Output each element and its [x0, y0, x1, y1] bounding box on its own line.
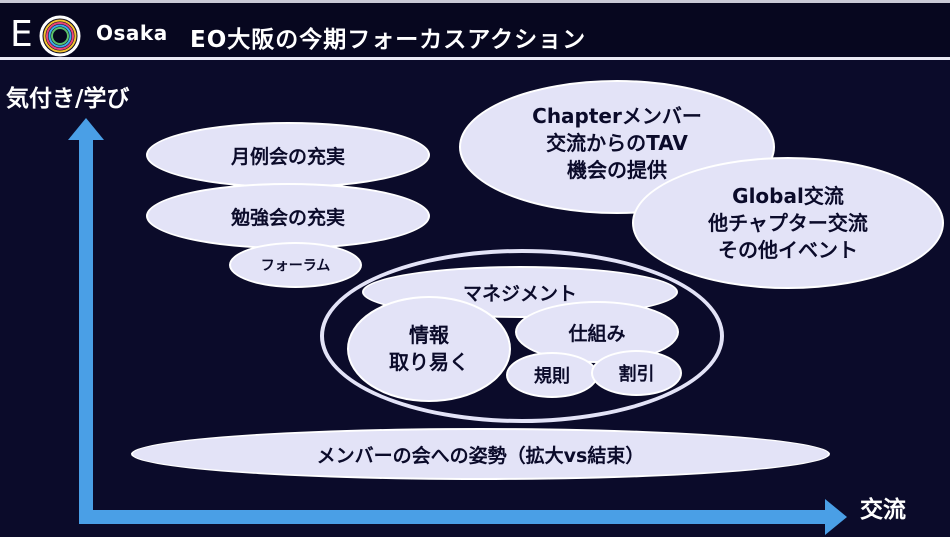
x-axis-label: 交流 [860, 497, 906, 523]
logo-letter: E [10, 14, 33, 55]
y-axis-label: 気付き/学び [6, 86, 130, 112]
arrow-right-icon [825, 499, 847, 535]
bubble-forum-label: フォーラム [260, 258, 331, 274]
bubble-management-label: マネジメント [462, 282, 577, 305]
bubble-member-attitude: メンバーの会への姿勢（拡大vs結束） [131, 428, 830, 480]
bubble-chapter-exchange: Chapterメンバー 交流からのTAV 機会の提供 [459, 80, 775, 214]
header-bar: E Osaka EO大阪の今期フォーカスアクション [0, 3, 950, 57]
x-axis-line [79, 510, 827, 524]
bubble-study-session: 勉強会の充実 [146, 183, 430, 249]
bubble-attitude-label: メンバーの会への姿勢（拡大vs結束） [316, 444, 645, 467]
bubble-study-label: 勉強会の充実 [230, 206, 345, 229]
header-divider [0, 57, 950, 60]
management-group-ring [320, 249, 724, 423]
page-title: EO大阪の今期フォーカスアクション [190, 27, 587, 53]
bubble-monthly-meeting: 月例会の充実 [146, 122, 430, 188]
bubble-monthly-label: 月例会の充実 [230, 145, 345, 168]
bubble-information: 情報 取り易く [347, 296, 511, 402]
bubble-forum: フォーラム [229, 242, 362, 288]
y-axis-line [79, 134, 93, 524]
bubble-discount: 割引 [591, 350, 682, 396]
bubble-rules: 規則 [506, 352, 598, 398]
bubble-global-exchange: Global交流 他チャプター交流 その他イベント [632, 157, 944, 289]
bubble-global-label: Global交流 他チャプター交流 その他イベント [708, 183, 868, 262]
brand-name: Osaka [96, 21, 168, 45]
bubble-system-label: 仕組み [568, 322, 626, 345]
bubble-rules-label: 規則 [534, 366, 570, 387]
top-border [0, 0, 950, 3]
arrow-up-icon [68, 118, 104, 140]
bubble-chapter-label: Chapterメンバー 交流からのTAV 機会の提供 [532, 103, 702, 182]
bubble-discount-label: 割引 [618, 364, 655, 385]
bubble-information-label: 情報 取り易く [389, 323, 469, 374]
eo-logo-ring-icon [39, 15, 81, 57]
